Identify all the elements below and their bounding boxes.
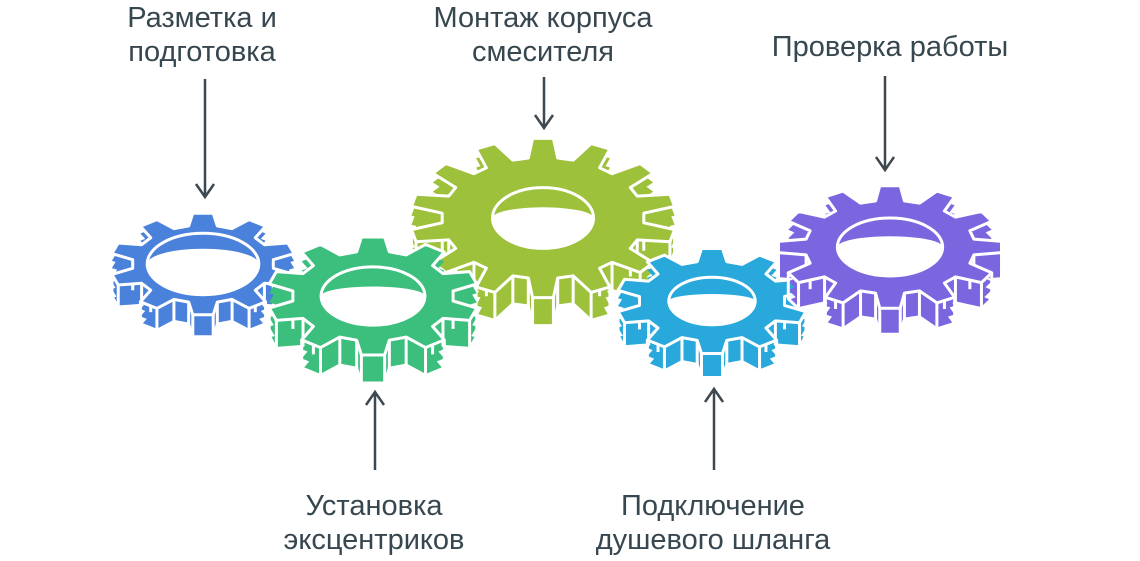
arrow-purple-down-icon <box>874 76 896 173</box>
step-label-body-mount: Монтаж корпуса смесителя <box>433 2 653 68</box>
step-label-marking: Разметка и подготовка <box>127 2 277 68</box>
olive-gear-icon <box>409 136 677 328</box>
step-label-check: Проверка работы <box>771 31 1009 63</box>
purple-gear-icon <box>776 184 1004 336</box>
arrow-cyan-up-icon <box>703 386 725 470</box>
cyan-gear-icon <box>616 247 808 379</box>
arrow-green-up-icon <box>364 389 386 470</box>
step-label-eccentrics: Установка эксцентриков <box>283 490 465 556</box>
blue-gear-icon <box>110 211 296 339</box>
arrow-blue-down-icon <box>194 79 216 200</box>
arrow-olive-down-icon <box>533 77 555 131</box>
step-label-hose: Подключение душевого шланга <box>595 490 831 556</box>
green-gear-icon <box>267 235 479 385</box>
